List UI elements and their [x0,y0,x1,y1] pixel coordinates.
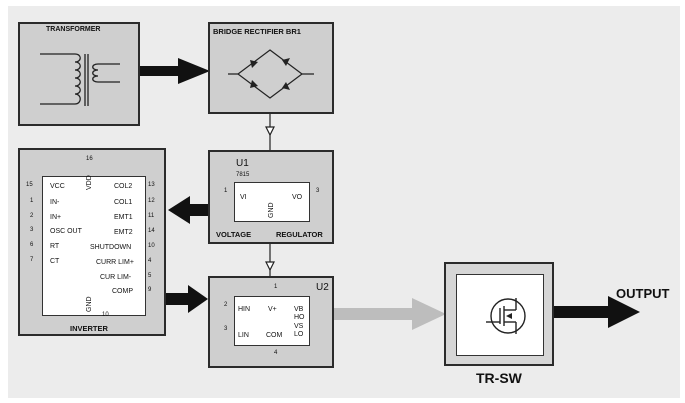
driver-ref: U2 [316,282,329,293]
inverter-right-pin-num: 14 [148,228,155,234]
driver-hin-num: 2 [224,302,228,308]
inverter-left-pin-num: 2 [30,213,34,219]
inverter-left-pin-name: CT [50,258,60,265]
inverter-right-pin-name: EMT1 [114,214,133,221]
inverter-right-pin-num: 9 [148,287,152,293]
inverter-left-pin-name: IN- [50,199,60,206]
switch-block: TR-SW [444,262,554,386]
diode-icons [250,58,290,90]
inverter-left-pin-num: 1 [30,198,34,204]
driver-ho-label: HO [294,314,305,321]
inverter-right-pin-num: 10 [148,243,155,249]
regulator-footer-right: REGULATOR [276,230,323,239]
switch-label: TR-SW [476,370,522,386]
regulator-footer-left: VOLTAGE [216,230,252,239]
inverter-right-pin-name: CURR LIM+ [96,259,134,266]
driver-lin-num: 3 [224,326,228,332]
rectifier-block: BRIDGE RECTIFIER BR1 [208,22,334,114]
inverter-gnd-label: GND [86,296,93,312]
driver-vplus-label: V+ [268,306,277,313]
driver-hin-label: HIN [238,306,251,313]
inverter-right-pin-name: CUR LIM- [100,274,132,281]
arrow-inverter-to-driver [166,285,208,313]
inverter-chip [42,176,146,316]
inverter-right-pin-num: 5 [148,273,152,279]
inverter-right-pin-num: 4 [148,258,152,264]
driver-bottom-num: 4 [274,350,278,356]
inverter-left-pin-name: RT [50,243,60,250]
driver-com-label: COM [266,332,283,339]
inverter-right-pin-name: COL2 [114,183,133,190]
inverter-left-pin-num: 3 [30,227,34,233]
inverter-left-pin-name: OSC OUT [50,228,82,235]
regulator-ref: U1 [236,158,249,169]
inverter-right-pin-name: SHUTDOWN [90,244,132,251]
inverter-block: 16 VDD GND 10 15 VCC 1 IN- 2 IN+ 3 OSC O… [18,148,166,336]
inverter-right-pin-num: 11 [148,213,155,219]
regulator-chip [234,182,310,222]
mosfet-icon [486,298,526,334]
regulator-block: U1 7815 1 VI VO 3 GND VOLTAGE REGULATOR [208,150,334,244]
wire-regulator-to-driver [265,244,275,276]
transformer-block: TRANSFORMER [18,22,140,126]
wire-rectifier-to-regulator [265,112,275,150]
regulator-vi-num: 1 [224,188,228,194]
inverter-left-pin-num: 15 [26,182,33,188]
bridge-symbol [228,49,314,99]
regulator-gnd-label: GND [268,202,275,218]
inverter-vdd-label: VDD [86,175,93,190]
driver-lo-label: LO [294,331,304,338]
driver-top-num: 1 [274,284,278,290]
arrow-switch-to-output [554,296,640,328]
driver-vs-label: VS [294,323,304,330]
inverter-label: INVERTER [70,324,108,333]
inverter-right-pin-name: COL1 [114,199,133,206]
inverter-right-pin-num: 13 [148,182,155,188]
inverter-right-pin-num: 12 [148,198,155,204]
inverter-left-pin-name: IN+ [50,214,62,221]
arrow-driver-to-switch [334,298,446,330]
driver-vb-label: VB [294,306,304,313]
arrow-regulator-to-inverter [168,196,210,224]
inverter-left-pin-num: 6 [30,242,34,248]
inverter-vdd-num: 16 [86,156,93,162]
regulator-part: 7815 [236,172,250,178]
inverter-gnd-num: 10 [102,312,109,318]
rectifier-label: BRIDGE RECTIFIER BR1 [213,27,301,36]
inverter-left-pin-num: 7 [30,257,34,263]
regulator-vo-label: VO [292,194,303,201]
output-label: OUTPUT [616,286,670,301]
driver-lin-label: LIN [238,332,249,339]
transformer-symbol [40,53,120,106]
inverter-left-pin-name: VCC [50,183,65,190]
inverter-right-pin-name: COMP [112,288,133,295]
regulator-vo-num: 3 [316,188,320,194]
driver-chip [234,296,310,346]
transformer-label: TRANSFORMER [46,26,101,33]
driver-block: U2 1 2 HIN V+ 3 LIN COM VB HO VS LO 4 [208,276,334,368]
inverter-right-pin-name: EMT2 [114,229,133,236]
regulator-vi-label: VI [240,194,247,201]
arrow-transformer-to-rectifier [140,58,210,84]
